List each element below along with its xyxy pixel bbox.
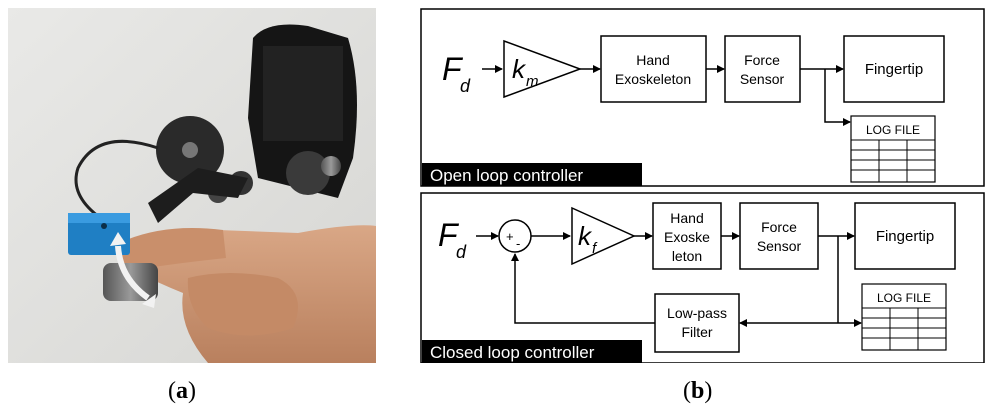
closed-hand-label-1: Hand bbox=[670, 210, 703, 226]
closed-log-file-table: LOG FILE bbox=[861, 283, 947, 351]
motion-arrow bbox=[115, 245, 150, 301]
open-log-file-table: LOG FILE bbox=[850, 115, 936, 183]
log-table-frame bbox=[850, 115, 936, 183]
open-force-sensor-block bbox=[724, 35, 801, 103]
filter-label-1: Low-pass bbox=[667, 305, 727, 321]
caption-a: (a) bbox=[168, 378, 196, 404]
open-loop-diagram: F d k m Hand Exoskeleton Force Sensor Fi… bbox=[420, 8, 985, 187]
housing-panel bbox=[263, 46, 343, 141]
exoskeleton-photo bbox=[8, 8, 376, 363]
summing-junction bbox=[498, 219, 532, 253]
log-table-frame bbox=[861, 283, 947, 351]
closed-loop-label: Closed loop controller bbox=[430, 343, 595, 362]
controller-diagrams: F d k m Hand Exoskeleton Force Sensor Fi… bbox=[420, 8, 986, 364]
pulley-hub bbox=[182, 142, 198, 158]
closed-fingertip-label: Fingertip bbox=[876, 228, 934, 245]
closed-loop-label-bar bbox=[422, 340, 642, 363]
open-gain-triangle bbox=[503, 39, 583, 99]
caption-b-letter: b bbox=[691, 378, 705, 404]
index-finger bbox=[120, 227, 226, 270]
open-hand-label-2: Exoskeleton bbox=[615, 71, 691, 87]
closed-gain-k: k bbox=[578, 221, 593, 251]
open-input-F: F bbox=[442, 51, 464, 87]
housing-bolt bbox=[321, 156, 341, 176]
open-force-label-1: Force bbox=[744, 52, 780, 68]
sum-minus-sign: - bbox=[516, 236, 520, 251]
closed-log-title: LOG FILE bbox=[877, 291, 931, 305]
open-input-sub: d bbox=[460, 76, 471, 96]
closed-fingertip-block bbox=[854, 202, 956, 270]
open-hand-exoskeleton-block bbox=[600, 35, 707, 103]
closed-hand-exoskeleton-block bbox=[652, 202, 722, 270]
open-hand-label-1: Hand bbox=[636, 52, 669, 68]
closed-force-label-2: Sensor bbox=[757, 238, 802, 254]
open-fingertip-label: Fingertip bbox=[865, 61, 923, 78]
low-pass-filter-block bbox=[654, 293, 740, 353]
control-cable bbox=[74, 139, 159, 225]
arrow-filter-to-sum bbox=[511, 253, 655, 324]
closed-loop-diagram: F d + - k f Hand Exoske leton Force Sens… bbox=[420, 192, 985, 364]
closed-input-F: F bbox=[438, 217, 460, 253]
open-loop-label-bar bbox=[422, 163, 642, 186]
closed-gain-sub: f bbox=[592, 240, 598, 257]
closed-input-sub: d bbox=[456, 242, 467, 262]
fist-knuckles bbox=[187, 273, 298, 336]
linkage-arm bbox=[148, 168, 248, 223]
open-force-label-2: Sensor bbox=[740, 71, 785, 87]
open-gain-sub: m bbox=[526, 73, 539, 90]
closed-gain-triangle bbox=[571, 206, 636, 266]
force-sensor-top bbox=[68, 213, 130, 223]
sum-plus-sign: + bbox=[506, 229, 514, 244]
filter-label-2: Filter bbox=[681, 324, 712, 340]
closed-force-sensor-block bbox=[739, 202, 819, 270]
caption-b: (b) bbox=[683, 378, 713, 404]
arrow-force-to-log bbox=[824, 69, 851, 126]
closed-hand-label-3: leton bbox=[672, 248, 702, 264]
sensor-screw bbox=[101, 223, 107, 229]
motion-arrow-head-down bbox=[142, 294, 156, 308]
open-fingertip-block bbox=[843, 35, 945, 103]
open-log-title: LOG FILE bbox=[866, 123, 920, 137]
open-loop-label: Open loop controller bbox=[430, 166, 583, 185]
motion-arrow-head-up bbox=[110, 232, 126, 246]
caption-a-letter: a bbox=[176, 378, 188, 404]
closed-hand-label-2: Exoske bbox=[664, 229, 710, 245]
closed-force-label-1: Force bbox=[761, 219, 797, 235]
housing-joint bbox=[286, 151, 330, 195]
open-gain-k: k bbox=[512, 54, 527, 84]
